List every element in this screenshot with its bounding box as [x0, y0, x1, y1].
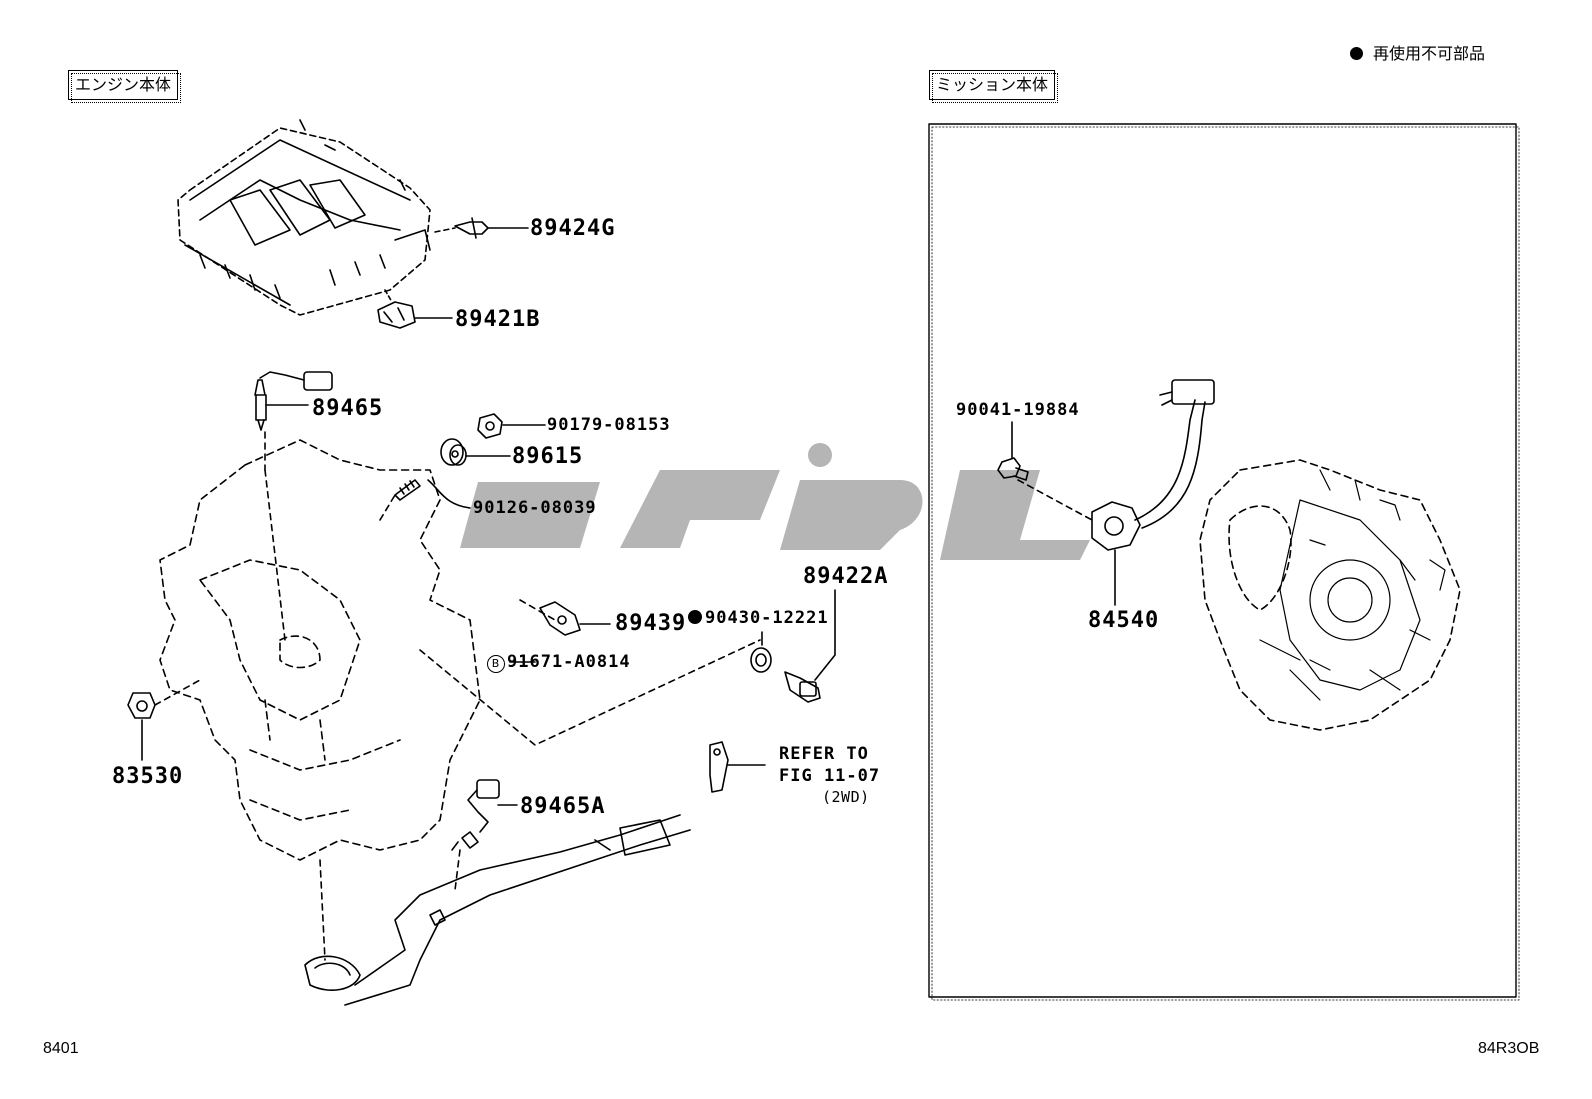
part-89422a[interactable]: 89422A: [803, 564, 889, 589]
knock-sensor-89615-drawing: [440, 438, 511, 466]
refer-line-1[interactable]: REFER TO: [779, 744, 869, 764]
refer-bracket-drawing: [709, 741, 766, 793]
refer-line-2[interactable]: FIG 11-07: [779, 766, 881, 786]
engine-cover-drawing: [177, 119, 431, 316]
part-89424g[interactable]: 89424G: [530, 216, 616, 241]
part-90430-12221[interactable]: 90430-12221: [688, 610, 829, 627]
legend-text: 再使用不可部品: [1373, 44, 1486, 63]
watermark-logo: [460, 443, 1090, 560]
section-label-mission: ミッション本体: [929, 70, 1059, 103]
black-dot-icon: [688, 610, 702, 624]
oil-switch-83530-drawing: [127, 692, 156, 761]
bolt-90041-drawing: [997, 421, 1029, 481]
circle-b-icon: B: [487, 655, 505, 673]
part-89615[interactable]: 89615: [512, 444, 584, 469]
black-dot-icon: [1350, 47, 1363, 60]
mission-frame: [928, 123, 1517, 998]
part-89465a[interactable]: 89465A: [520, 794, 606, 819]
part-90179-08153[interactable]: 90179-08153: [547, 415, 671, 435]
part-89439[interactable]: 89439: [615, 611, 687, 636]
part-91671-a0814-text: 91671-A0814: [507, 652, 631, 672]
part-84540[interactable]: 84540: [1088, 608, 1160, 633]
stud-90126-drawing: [394, 479, 471, 509]
refer-line-3: (2WD): [822, 788, 870, 806]
sensor-89439-drawing: [539, 601, 611, 636]
part-89421b[interactable]: 89421B: [455, 307, 541, 332]
gasket-sensor-89422a-drawing: [750, 589, 836, 703]
oxygen-sensor-89465-drawing: [254, 371, 333, 431]
nut-90179-drawing: [477, 413, 546, 439]
transmission-detail: [1259, 469, 1446, 701]
part-83530[interactable]: 83530: [112, 764, 184, 789]
oxygen-sensor-89465a-drawing: [451, 779, 518, 851]
switch-84540-drawing: [1091, 379, 1215, 606]
exhaust-pipe-drawing: [304, 814, 691, 1006]
footer-left-code: 8401: [43, 1040, 79, 1057]
footer-right-code: 84R3OB: [1478, 1040, 1540, 1057]
engine-block-drawing: [159, 439, 481, 861]
section-label-engine: エンジン本体: [68, 70, 182, 103]
part-89465[interactable]: 89465: [312, 396, 384, 421]
part-90126-08039[interactable]: 90126-08039: [473, 498, 597, 518]
part-90430-12221-text: 90430-12221: [705, 608, 829, 628]
sensor-89421b-drawing: [377, 289, 453, 329]
transmission-drawing: [1199, 459, 1461, 731]
sensor-89424g-drawing: [434, 217, 529, 239]
legend: 再使用不可部品: [1350, 40, 1485, 64]
part-90041-19884[interactable]: 90041-19884: [956, 400, 1080, 420]
